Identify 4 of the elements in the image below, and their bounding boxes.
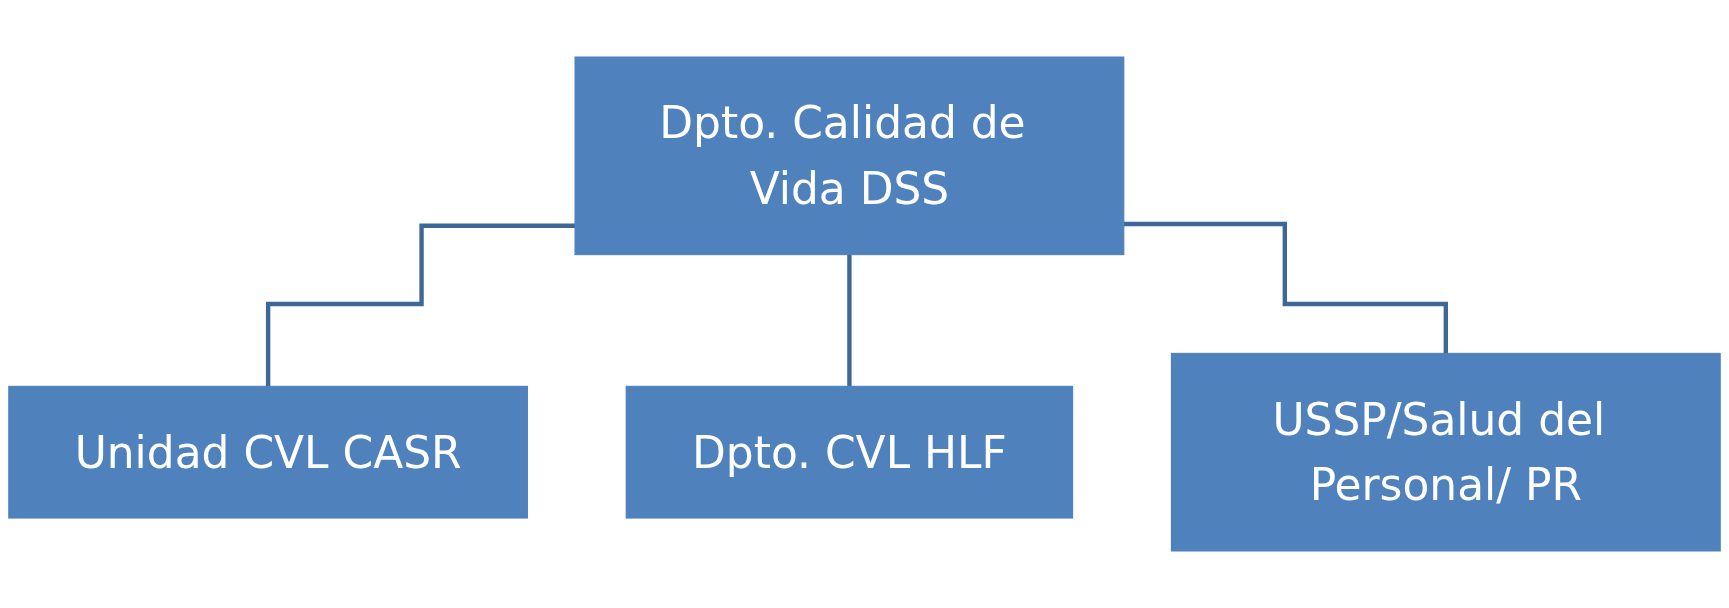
node-box: USSP/Salud del Personal/ PR xyxy=(1170,352,1721,552)
node-box: Dpto. Calidad de Vida DSS xyxy=(574,56,1125,256)
node-box: Dpto. CVL HLF xyxy=(625,385,1074,519)
node-box: Unidad CVL CASR xyxy=(8,385,528,519)
